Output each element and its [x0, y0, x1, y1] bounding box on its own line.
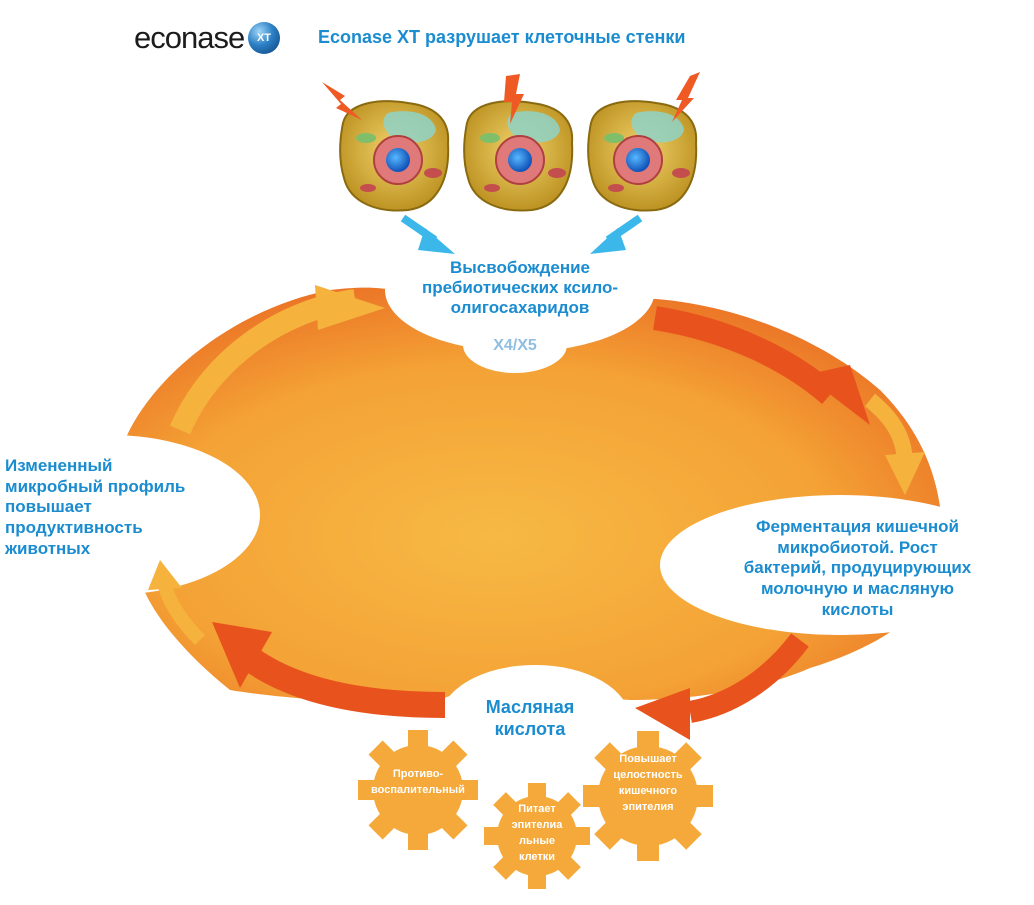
arrow-icon — [590, 214, 643, 254]
cycle-arrow-left-small — [158, 583, 205, 645]
cycle-arrow-left-small-head — [148, 560, 182, 590]
left-label: Измененный микробный профиль повышает пр… — [5, 456, 186, 558]
lightning-icon — [322, 82, 362, 120]
right-label: Ферментация кишечной микробиотой. Рост б… — [743, 517, 972, 619]
gear-label-nourishes-cells: Питает эпителиа льные клетки — [511, 803, 563, 863]
econase-logo: econase XT — [134, 12, 282, 58]
cycle-arrow-bottom-left-head — [212, 622, 272, 688]
logo-word: econase — [134, 20, 245, 55]
cycle-arrow-top-right-head — [805, 365, 870, 425]
logo-badge: XT — [248, 22, 280, 54]
right-bubble — [660, 495, 1020, 635]
cycle-arrow-top-left-head — [315, 285, 385, 330]
cycle-arrow-bottom-right — [687, 633, 809, 723]
diagram-title: Econase XT разрушает клеточные стенки — [318, 27, 686, 47]
lightning-icon — [672, 72, 700, 122]
lightning-icon — [504, 74, 524, 124]
release-bubble — [385, 228, 655, 352]
cycle-arrow-top-right — [653, 306, 838, 405]
xos-bubble — [463, 317, 567, 373]
cell-icon — [339, 100, 450, 212]
gear-label-anti-inflammatory: Противо- воспалительный — [371, 768, 465, 796]
bottom-bubble — [440, 665, 630, 775]
xos-label: X4/X5 — [493, 337, 537, 354]
left-bubble — [0, 435, 260, 595]
gear-icon — [358, 730, 478, 850]
arrow-icon — [400, 214, 455, 254]
cycle-arrow-right-small-head — [885, 452, 925, 495]
cell-icon — [463, 100, 574, 212]
gear-label-epithelium-integrity: Повышает целостность кишечного эпителия — [613, 753, 683, 813]
cycle-arrow-bottom-left — [237, 644, 446, 718]
release-label: Высвобождение пребиотических ксило- олиг… — [421, 258, 619, 318]
gear-icon — [583, 731, 713, 861]
bottom-label: Масляная кислота — [485, 697, 575, 739]
cell-icon — [587, 100, 698, 212]
cycle-arrow-bottom-right-head — [635, 688, 690, 740]
